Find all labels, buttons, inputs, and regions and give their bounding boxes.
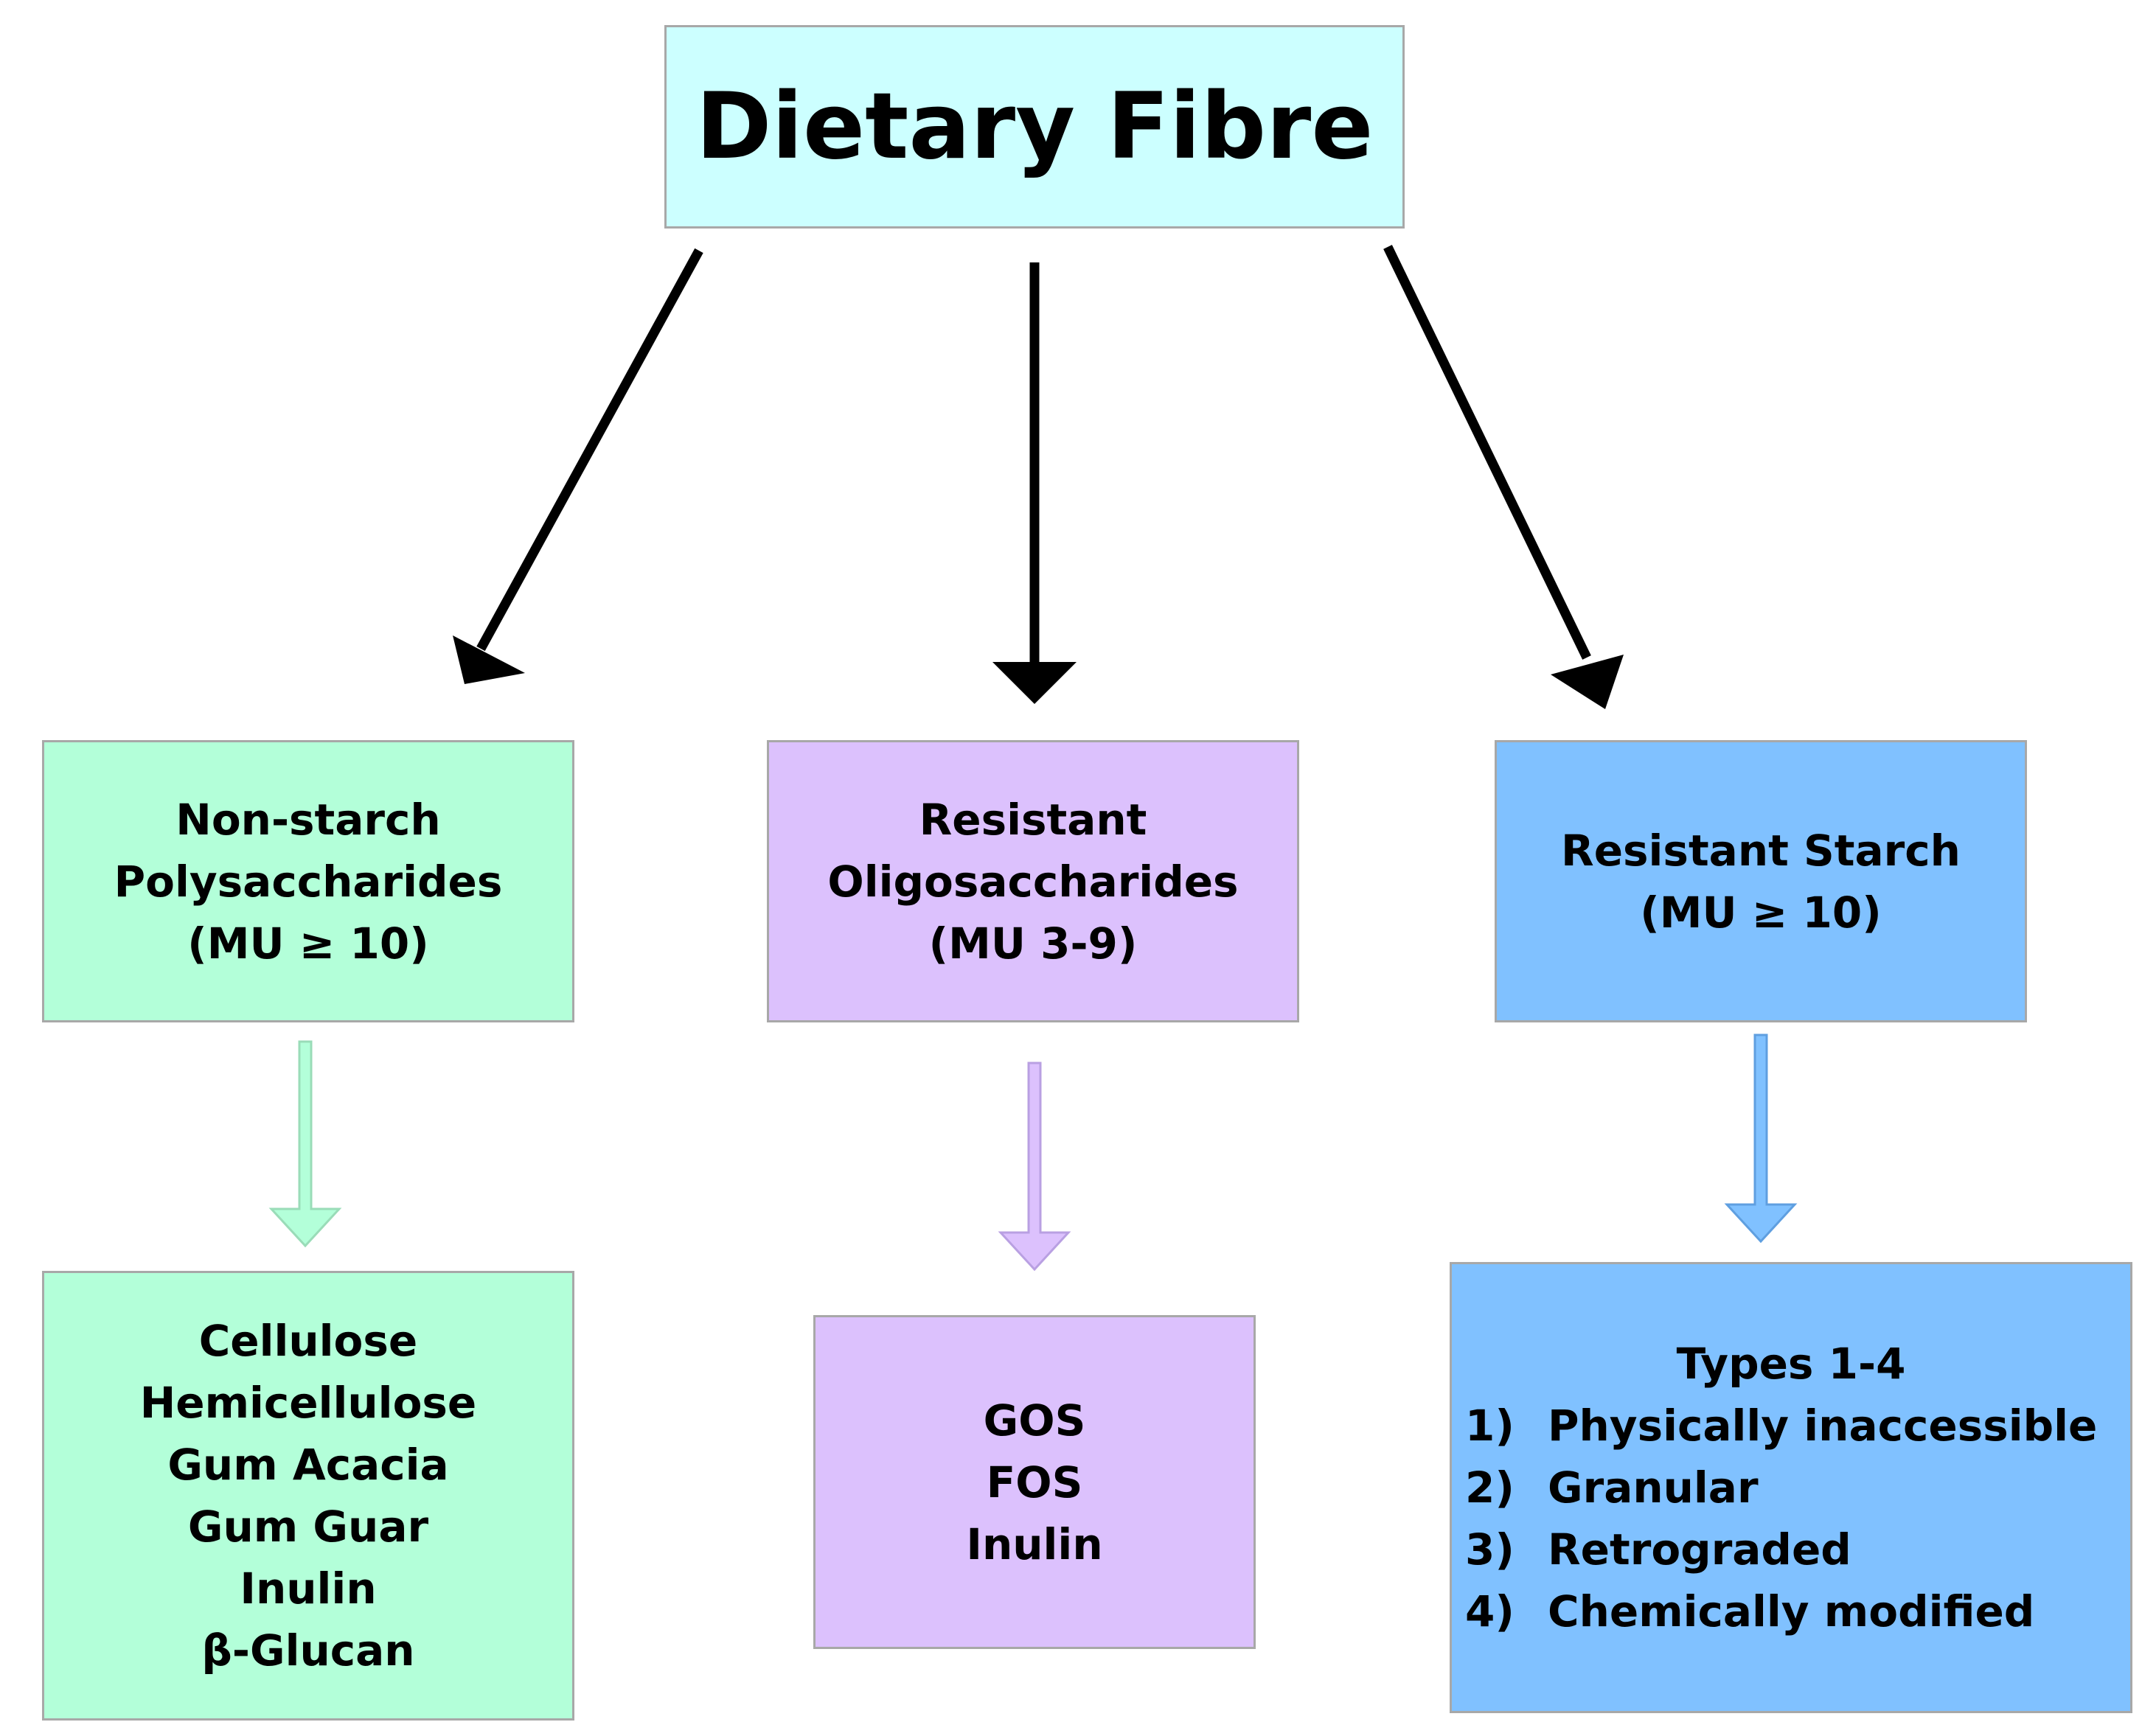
list-item: Inulin [240, 1564, 377, 1614]
category-line: (MU 3-9) [928, 918, 1138, 969]
list-item: 4) Chemically modified [1465, 1580, 2097, 1642]
list-item: Gum Guar [187, 1502, 429, 1552]
list-item: GOS [983, 1395, 1086, 1446]
arrow-to-rs [1383, 245, 1591, 660]
list-item: Cellulose [198, 1316, 418, 1366]
items-resistant-starch: Types 1-4 1) Physically inaccessible 2) … [1450, 1262, 2132, 1713]
list-label: Physically inaccessible [1548, 1401, 2098, 1451]
category-line: (MU ≥ 10) [1640, 887, 1882, 938]
category-resistant-starch: Resistant Starch (MU ≥ 10) [1495, 740, 2027, 1022]
category-line: Non-starch [175, 794, 441, 845]
list-item: Inulin [966, 1519, 1103, 1569]
category-line: (MU ≥ 10) [187, 918, 429, 969]
items-non-starch-polysaccharides: Cellulose Hemicellulose Gum Acacia Gum G… [42, 1271, 574, 1721]
list-item: Hemicellulose [139, 1378, 477, 1428]
list-number: 1) [1465, 1401, 1515, 1451]
list-number: 2) [1465, 1463, 1515, 1513]
list-label: Granular [1548, 1463, 1759, 1513]
arrow-nsp-to-items [268, 1040, 342, 1248]
category-line: Resistant Starch [1561, 825, 1961, 876]
category-line: Oligosaccharides [827, 856, 1239, 907]
list-item: 1) Physically inaccessible [1465, 1395, 2097, 1457]
items-resistant-oligosaccharides: GOS FOS Inulin [813, 1315, 1256, 1649]
category-line: Resistant [919, 794, 1147, 845]
types-list: 1) Physically inaccessible 2) Granular 3… [1465, 1395, 2097, 1642]
arrow-to-nsp [476, 248, 703, 652]
list-number: 4) [1465, 1586, 1515, 1636]
category-non-starch-polysaccharides: Non-starch Polysaccharides (MU ≥ 10) [42, 740, 574, 1022]
list-item: FOS [986, 1457, 1083, 1507]
list-label: Chemically modified [1548, 1586, 2035, 1636]
category-resistant-oligosaccharides: Resistant Oligosaccharides (MU 3-9) [767, 740, 1299, 1022]
diagram-title: Dietary Fibre [695, 74, 1374, 180]
title-box: Dietary Fibre [664, 25, 1405, 229]
list-item: Gum Acacia [167, 1440, 449, 1490]
list-item: 2) Granular [1465, 1457, 2097, 1519]
list-label: Retrograded [1548, 1524, 1851, 1575]
arrow-head-nsp [453, 635, 525, 684]
arrow-ro-to-items [998, 1062, 1071, 1272]
category-line: Polysaccharides [114, 856, 503, 907]
list-item: β-Glucan [201, 1625, 415, 1676]
arrow-rs-to-items [1724, 1033, 1798, 1244]
list-number: 3) [1465, 1524, 1515, 1575]
list-item: 3) Retrograded [1465, 1519, 2097, 1580]
arrow-head-ro [992, 662, 1077, 704]
types-heading: Types 1-4 [1676, 1339, 1906, 1389]
arrow-head-rs [1551, 655, 1624, 709]
